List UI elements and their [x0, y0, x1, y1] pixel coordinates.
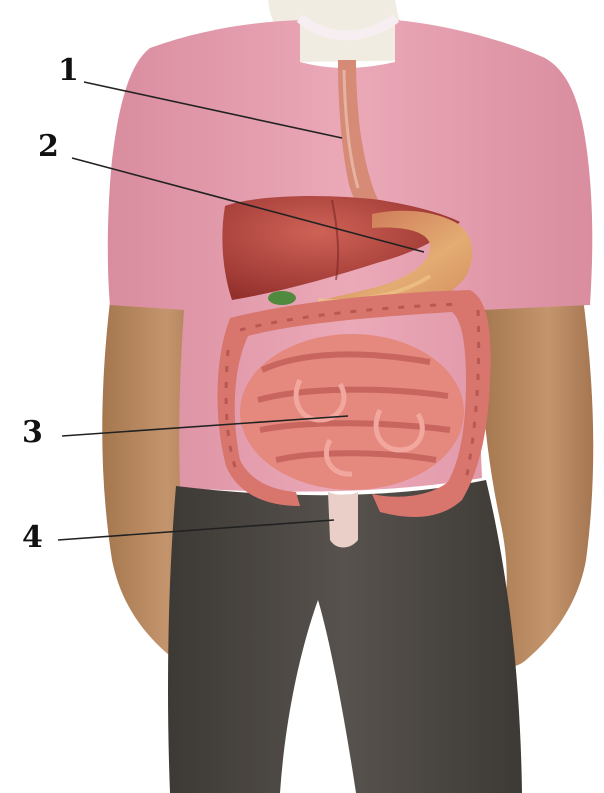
small-intestine [240, 334, 464, 490]
label-1: 1 [58, 53, 79, 88]
gallbladder [268, 291, 296, 305]
label-2: 2 [38, 129, 59, 164]
label-3: 3 [22, 415, 43, 450]
label-4: 4 [22, 520, 43, 555]
